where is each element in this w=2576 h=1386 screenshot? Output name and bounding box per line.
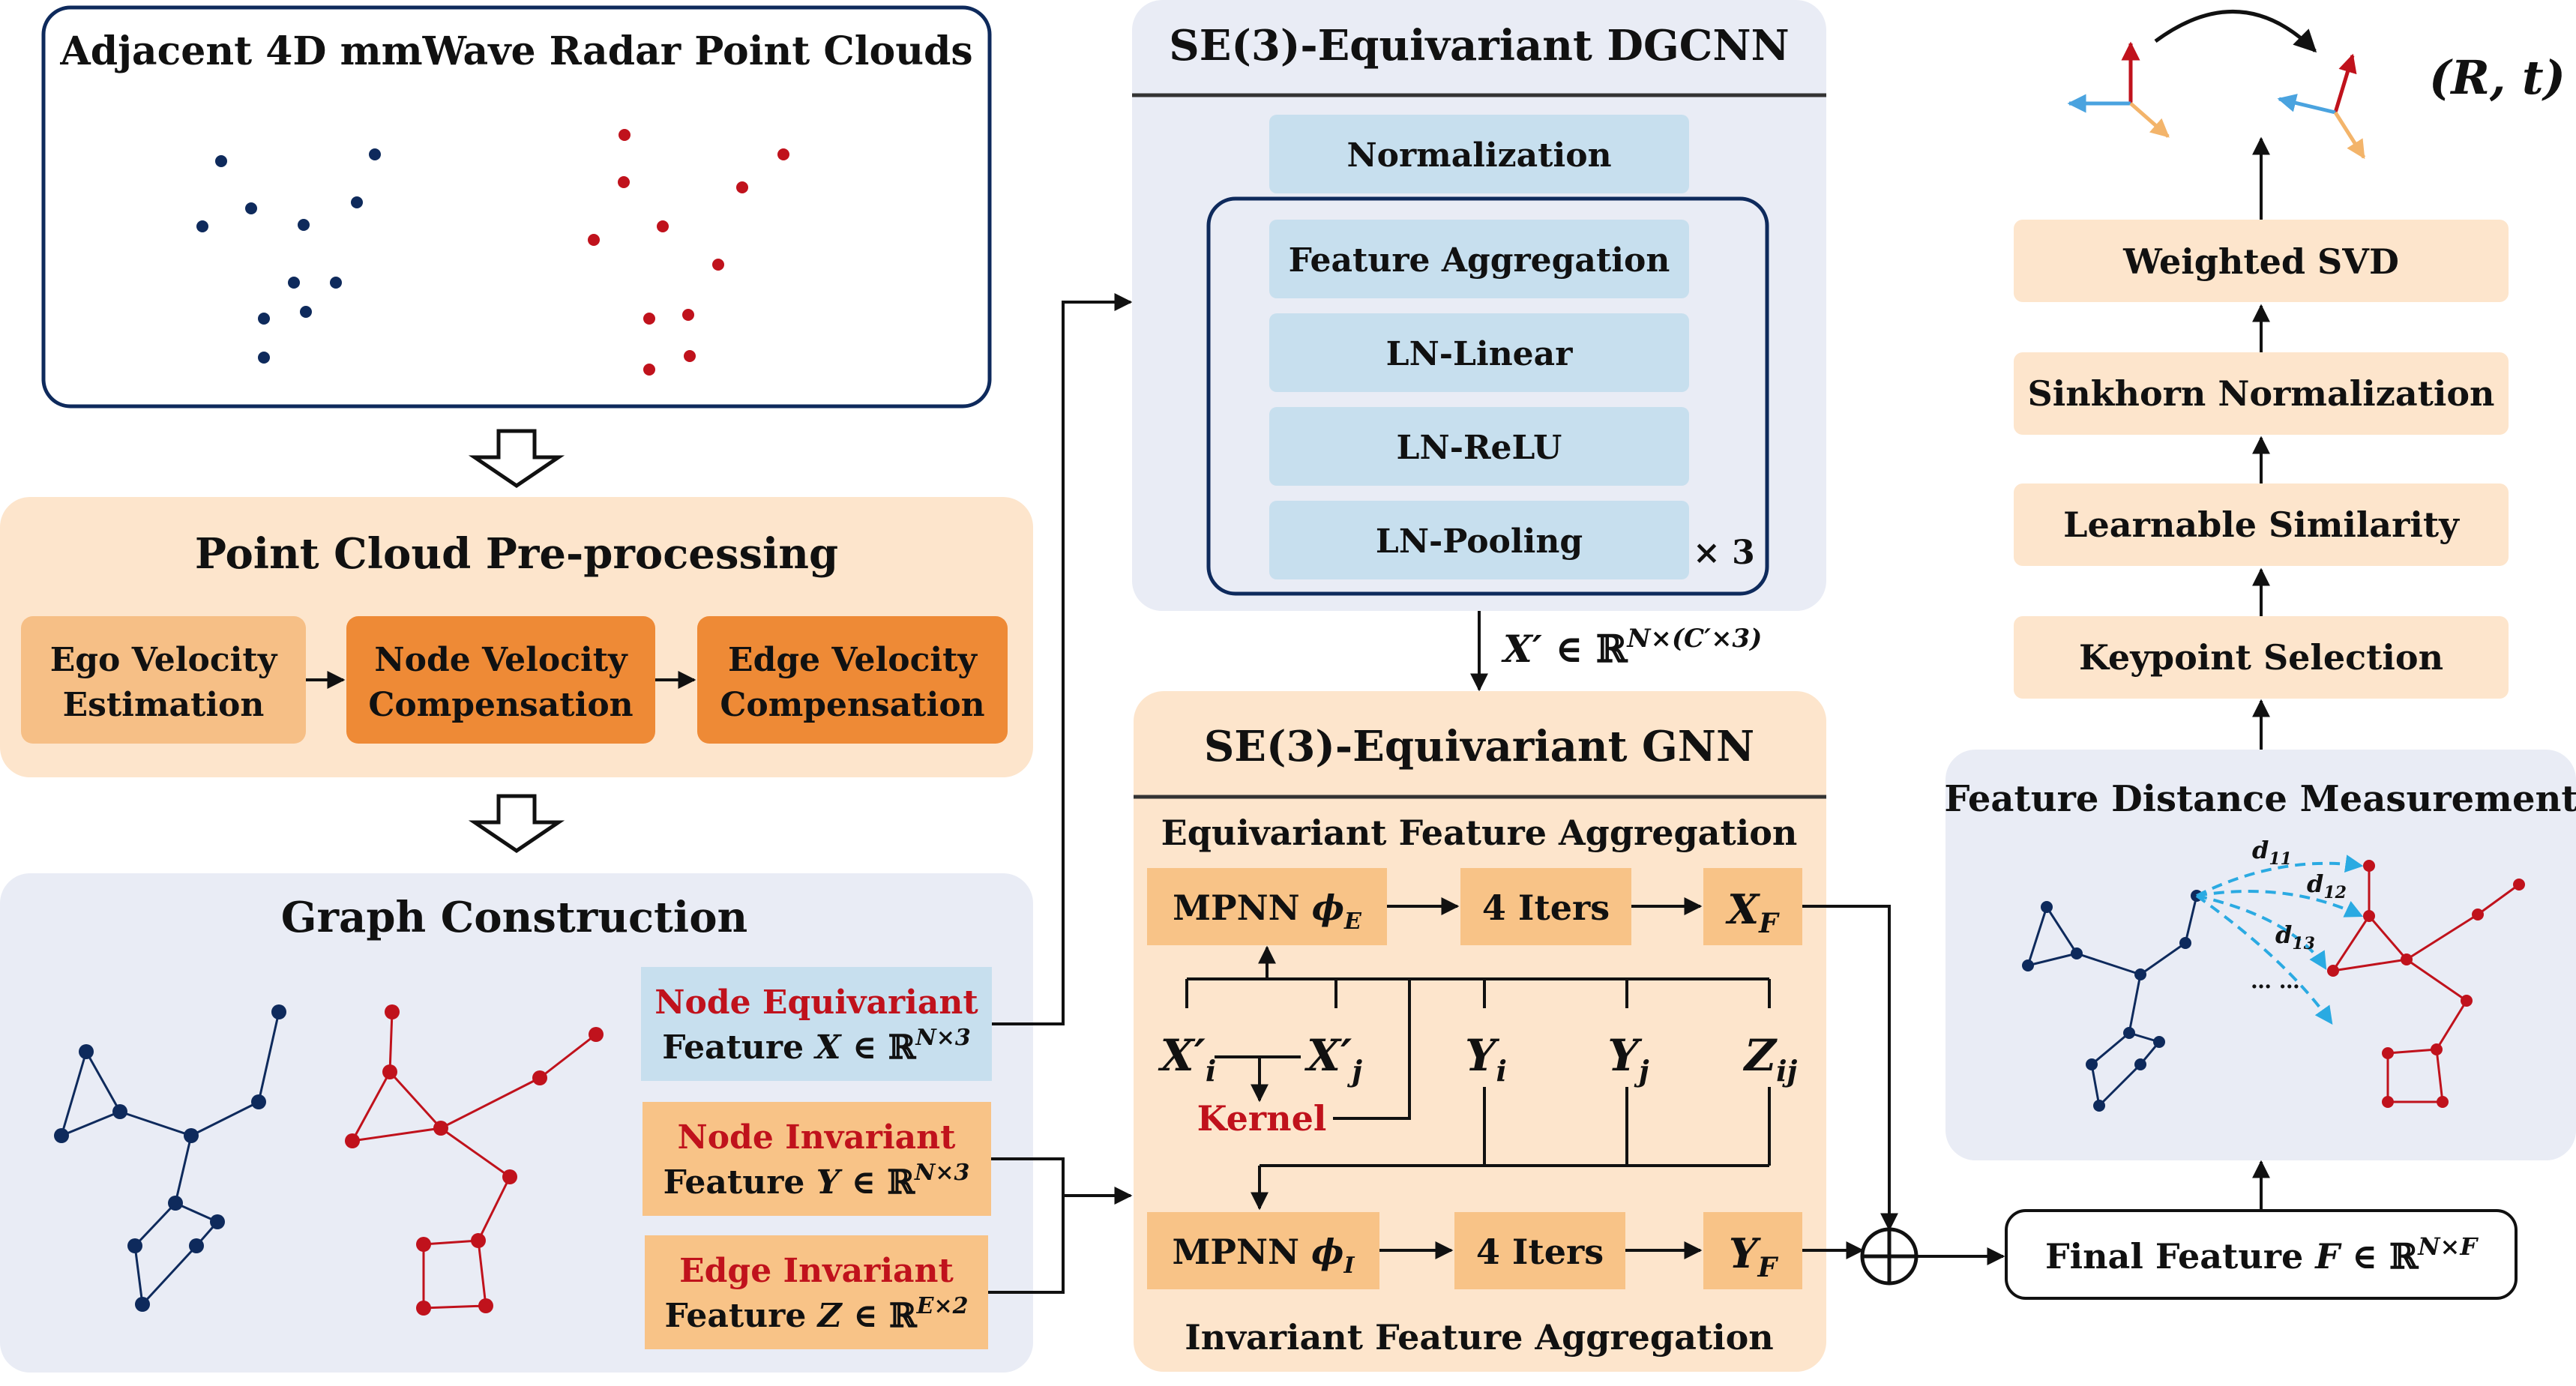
graph-panel: Graph Construction [0, 873, 1033, 1373]
equivariant-aggregation-title: Equivariant Feature Aggregation [1161, 813, 1798, 853]
ego-velocity-box [21, 616, 306, 744]
target-frame-icon [2277, 53, 2366, 160]
final-feature-label: Final Feature F ∈ ℝN×F [2045, 1232, 2479, 1277]
mpnn-i-label: MPNN ϕI [1173, 1232, 1355, 1279]
edge-invariant-name: Edge Invariant [679, 1252, 954, 1290]
node-invariant-formula: Feature Y ∈ ℝN×3 [663, 1160, 970, 1202]
layer-feature-aggregation: Feature Aggregation [1289, 241, 1670, 280]
normalization-box [1269, 115, 1689, 193]
distance-panel: Feature Distance Measurement [1944, 750, 2576, 1160]
weighted-svd-label: Weighted SVD [2122, 241, 2399, 282]
mpnn-e-label: MPNN ϕE [1173, 888, 1362, 935]
distance-label-d13: d13 [2275, 921, 2315, 953]
edge-velocity-line2: Compensation [720, 686, 984, 724]
distance-label-d11: d11 [2252, 836, 2292, 869]
learnable-similarity-box [2014, 483, 2509, 566]
preprocessing-panel: Point Cloud Pre-processing Ego Velocity … [0, 497, 1033, 777]
input-x-j: X′j [1304, 1030, 1362, 1088]
input-x-i: X′i [1158, 1030, 1217, 1088]
node-velocity-line2: Compensation [368, 686, 633, 724]
node-invariant-feature-box: Node Invariant Feature Y ∈ ℝN×3 [643, 1102, 991, 1216]
input-z-ij: Zij [1743, 1030, 1798, 1088]
dgcnn-output-label: X′ ∈ ℝN×(C′×3) [1501, 624, 1762, 671]
keypoint-selection-label: Keypoint Selection [2079, 637, 2443, 678]
point-cloud-target [588, 129, 789, 376]
ego-velocity-line1: Ego Velocity [50, 641, 278, 679]
gnn-panel: SE(3)-Equivariant GNN Equivariant Featur… [1134, 691, 1826, 1372]
weighted-svd-box [2014, 220, 2509, 302]
layer-ln-pooling: LN-Pooling [1376, 522, 1583, 561]
input-y-i: Yi [1465, 1030, 1507, 1088]
dgcnn-title: SE(3)-Equivariant DGCNN [1169, 21, 1789, 70]
normalization-label: Normalization [1346, 136, 1611, 175]
input-y-j: Yj [1607, 1030, 1649, 1088]
repeat-label: × 3 [1693, 534, 1755, 572]
iters-i-box [1454, 1212, 1625, 1289]
layer-ln-relu: LN-ReLU [1397, 429, 1562, 467]
preprocessing-title: Point Cloud Pre-processing [195, 529, 838, 579]
radar-panel: Adjacent 4D mmWave Radar Point Clouds [41, 5, 992, 409]
dgcnn-block [1206, 196, 1769, 596]
node-velocity-line1: Node Velocity [374, 641, 628, 679]
node-invariant-name: Node Invariant [677, 1118, 956, 1157]
sinkhorn-normalization-box [2014, 352, 2509, 435]
source-frame-icon [2067, 41, 2170, 138]
kernel-label: Kernel [1197, 1098, 1327, 1139]
graph-title: Graph Construction [281, 893, 748, 942]
node-equivariant-formula: Feature X ∈ ℝN×3 [662, 1025, 971, 1067]
point-cloud-source [196, 148, 381, 364]
yf-box [1703, 1212, 1802, 1289]
sinkhorn-normalization-label: Sinkhorn Normalization [2028, 373, 2495, 414]
y-to-gnn-arrow [991, 1157, 1065, 1196]
hollow-arrow-icon [468, 794, 565, 854]
concat-icon [1860, 1227, 1919, 1286]
dgcnn-panel: SE(3)-Equivariant DGCNN Normalization Fe… [1132, 0, 1826, 611]
radar-title: Adjacent 4D mmWave Radar Point Clouds [59, 28, 972, 74]
invariant-aggregation-title: Invariant Feature Aggregation [1185, 1317, 1773, 1358]
iters-i-label: 4 Iters [1476, 1232, 1604, 1272]
iters-e-box [1460, 868, 1631, 945]
learnable-similarity-label: Learnable Similarity [2063, 504, 2460, 545]
node-velocity-box [346, 616, 655, 744]
keypoint-selection-box [2014, 616, 2509, 699]
hollow-arrow-icon [468, 429, 565, 489]
edge-invariant-feature-box: Edge Invariant Feature Z ∈ ℝE×2 [645, 1235, 988, 1349]
node-equivariant-name: Node Equivariant [654, 983, 978, 1022]
layer-ln-linear: LN-Linear [1386, 335, 1574, 373]
mpnn-e-box [1147, 868, 1387, 945]
ego-velocity-line2: Estimation [63, 686, 265, 724]
mpnn-i-box [1147, 1212, 1379, 1289]
gnn-title: SE(3)-Equivariant GNN [1204, 722, 1754, 771]
iters-e-label: 4 Iters [1482, 888, 1610, 928]
edge-invariant-formula: Feature Z ∈ ℝE×2 [665, 1293, 969, 1335]
edge-velocity-line1: Edge Velocity [728, 641, 978, 679]
z-to-gnn-arrow [988, 1196, 1065, 1294]
xf-box [1703, 868, 1802, 945]
transform-arrow-icon [2154, 10, 2317, 53]
x-to-dgcnn-arrow [992, 293, 1133, 1025]
node-equivariant-feature-box: Node Equivariant Feature X ∈ ℝN×3 [641, 967, 992, 1081]
edge-velocity-box [697, 616, 1008, 744]
distance-ellipsis: … … [2251, 968, 2300, 993]
distance-title: Feature Distance Measurement [1944, 778, 2576, 820]
distance-label-d12: d12 [2307, 870, 2347, 903]
xf-label: XF [1725, 885, 1780, 939]
yf-label: YF [1729, 1229, 1779, 1283]
pose-label: (R, t) [2429, 50, 2566, 105]
